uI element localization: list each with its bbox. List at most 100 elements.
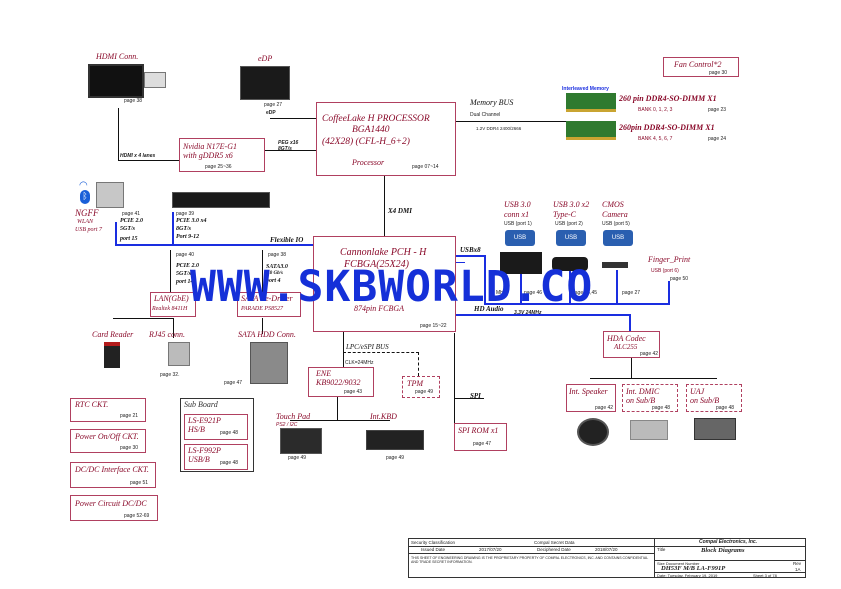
tb-company: Compal Electronics, Inc. xyxy=(699,539,758,545)
power-block xyxy=(70,429,146,453)
camera-image xyxy=(602,262,628,268)
usbx8-label: USBx8 xyxy=(460,246,481,254)
rj45-page: page 32. xyxy=(160,372,180,378)
fan-page: page 30 xyxy=(709,70,728,76)
pcircuit-title: Power Circuit DC/DC xyxy=(75,499,147,508)
ngff-card-image xyxy=(96,182,124,208)
pch-line1: Cannonlake PCH - H xyxy=(340,247,427,258)
touchpad-image xyxy=(280,428,322,454)
edp-tag: eDP xyxy=(266,110,276,116)
usb30-port-image xyxy=(500,252,542,274)
usb-mhz: MHz xyxy=(496,290,507,296)
ssd-image xyxy=(172,192,270,208)
speaker-image xyxy=(577,418,609,446)
subboard-b2p: page 48 xyxy=(220,460,239,466)
bluetooth-icon: ᛒ xyxy=(80,190,90,204)
edp-line xyxy=(270,118,317,119)
usb-bus-line xyxy=(484,303,670,305)
fan-title: Fan Control*2 xyxy=(674,60,722,69)
tb-rev: 1A xyxy=(795,567,801,572)
cmos-t1: CMOS xyxy=(602,200,624,209)
pch-block xyxy=(313,236,456,332)
dmic-page: page 48 xyxy=(652,405,671,411)
sata-s1: SATA3.0 xyxy=(266,264,288,270)
fingerprint-sub: USB (port 6) xyxy=(651,268,679,274)
nvidia-line2: with gDDR5 x6 xyxy=(183,151,233,160)
hdmi-tv-image xyxy=(88,64,144,98)
touchpad-sub: PS2 / I2C xyxy=(276,422,298,428)
interleaved-label: Interleaved Memory xyxy=(562,86,609,92)
flexible-io-label: Flexible IO xyxy=(270,236,304,244)
cpu-sub: Processor xyxy=(352,158,385,167)
cpu-line1: CoffeeLake H PROCESSOR xyxy=(322,114,430,124)
speaker-block xyxy=(566,384,616,412)
title-block: Security Classification Compal Secret Da… xyxy=(408,538,806,578)
cpu-line2: BGA1440 xyxy=(352,125,390,135)
sata-port: port 4 xyxy=(266,278,281,284)
codec-bus xyxy=(590,378,717,379)
sd-card-image xyxy=(104,342,120,368)
fingerprint-block xyxy=(645,253,698,281)
dmic-line2: on Sub/B xyxy=(626,396,656,405)
tb-date: Date: Tuesday, February 19, 2019 xyxy=(657,573,718,578)
spi-rom-block xyxy=(454,423,507,451)
speaker-page: page 42 xyxy=(595,405,614,411)
codec-speed: 3.3V 24MHz xyxy=(514,310,542,316)
dmi-line xyxy=(384,176,385,236)
nvidia-block xyxy=(179,138,265,172)
tb-doc-label: Size Document Number xyxy=(657,561,700,566)
pcircuit-block xyxy=(70,495,158,521)
peg-line xyxy=(265,150,317,151)
ngff-sub2: USB port 7 xyxy=(75,227,102,233)
sata-title: SATA Re-Driver xyxy=(241,294,293,303)
spi-rom-title: SPI ROM x1 xyxy=(458,426,499,435)
ngff-port: port 15 xyxy=(120,236,138,242)
subboard-b2 xyxy=(184,444,248,470)
dimm1-image xyxy=(566,93,616,112)
hdmi-connector-image xyxy=(144,72,166,88)
subboard-b1l1: LS-E921P xyxy=(188,416,221,425)
touchpad-page: page 49 xyxy=(288,455,307,461)
ssd-page: page 39 xyxy=(176,211,195,217)
tb-title-label: Title xyxy=(657,547,666,552)
edp-panel-image xyxy=(240,66,290,100)
pcie-bus-line xyxy=(115,244,315,246)
lan-title: LAN(GbE) xyxy=(154,294,189,303)
cpu-page: page 07~14 xyxy=(412,164,439,170)
lan-pcie1: PCIE 2.0 xyxy=(176,263,200,269)
hdmi-line-h xyxy=(118,160,180,161)
dcdc-title: DC/DC Interface CKT. xyxy=(75,465,149,474)
sata-sub: PARADE PS8527 xyxy=(241,306,284,312)
hd-audio-drop xyxy=(629,314,631,332)
rtc-title: RTC CKT. xyxy=(75,400,109,409)
sata-redriver-block xyxy=(237,292,301,317)
cmos-drop xyxy=(616,270,618,304)
tb-rev-label: Rev xyxy=(793,561,802,566)
lan-line xyxy=(170,250,171,292)
hdd-line xyxy=(262,318,263,334)
peg-line2: 8GT/s xyxy=(278,146,292,152)
mem-line xyxy=(456,121,566,122)
dimm2-bank: BANK 4, 5, 6, 7 xyxy=(638,136,673,142)
subboard-b1 xyxy=(184,414,248,440)
tpm-page: page 49 xyxy=(415,389,434,395)
tb-legal: THIS SHEET OF ENGINEERING DRAWING IS THE… xyxy=(411,556,649,564)
lan-pcie2: 5GT/s xyxy=(176,271,191,277)
hd-audio-line xyxy=(455,314,630,316)
edp-title: eDP xyxy=(258,54,273,63)
dmic-block xyxy=(622,384,678,412)
tpm-block xyxy=(402,376,440,398)
tb-sec: Security Classification xyxy=(411,540,456,545)
ssd-line xyxy=(172,212,174,246)
codec-down xyxy=(631,357,632,379)
ngff-page: page 41 xyxy=(122,211,141,217)
cmos-logo-icon: USB xyxy=(603,230,633,246)
usbc-t2: Type-C xyxy=(553,210,576,219)
codec-block xyxy=(603,331,660,358)
usb30-logo-icon: USB xyxy=(505,230,535,246)
subboard-b1p: page 48 xyxy=(220,430,239,436)
tb-idate: 2017/07/20 xyxy=(479,547,502,552)
sata-s2: 6.0 Gb/s xyxy=(266,271,283,276)
dmic-line1: Int. DMIC xyxy=(626,387,660,396)
ene-bus xyxy=(290,420,390,421)
